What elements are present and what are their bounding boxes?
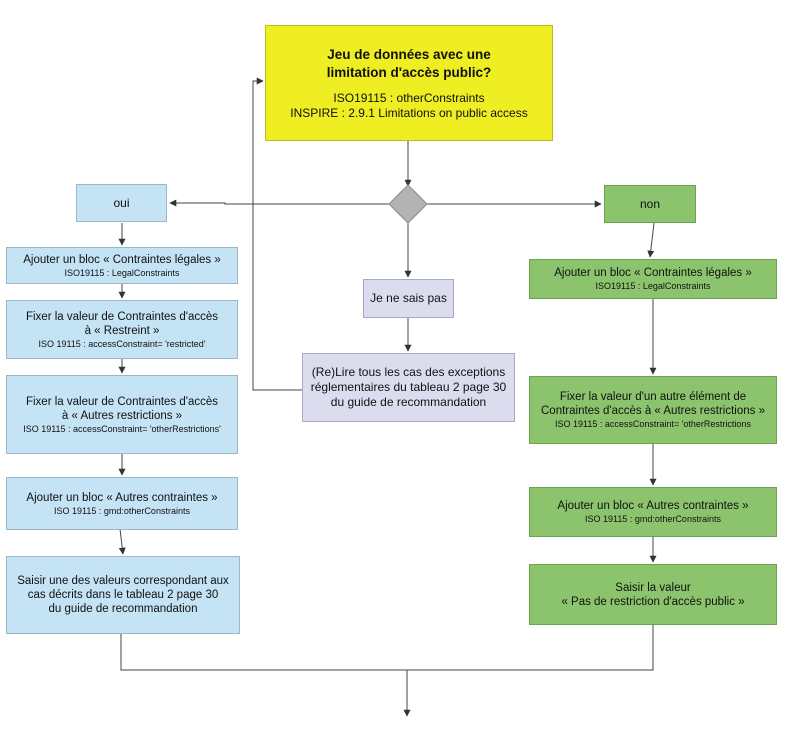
no-step-2-ref: ISO 19115 : accessConstraint= 'otherRest… — [555, 419, 751, 429]
no-step-2-text-1: Fixer la valeur d'un autre élément de — [559, 391, 747, 403]
start-title-line1: Jeu de données avec une — [327, 46, 491, 62]
no-step-1: Ajouter un bloc « Contraintes légales » … — [529, 259, 777, 299]
reread-line2: réglementaires du tableau 2 page 30 — [310, 380, 507, 394]
no-step-4-text-2: « Pas de restriction d'accès public » — [561, 595, 745, 608]
answer-unknown-box: Je ne sais pas — [363, 279, 454, 318]
answer-non-label: non — [639, 196, 661, 211]
yes-step-3-text-2: à « Autres restrictions » — [61, 409, 183, 422]
yes-step-3-ref: ISO 19115 : accessConstraint= 'otherRest… — [23, 423, 221, 434]
yes-step-5: Saisir une des valeurs correspondant aux… — [6, 556, 240, 634]
yes-step-2-ref: ISO 19115 : accessConstraint= 'restricte… — [38, 338, 206, 349]
yes-step-4: Ajouter un bloc « Autres contraintes » I… — [6, 477, 238, 530]
yes-step-2-text-1: Fixer la valeur de Contraintes d'accès — [25, 310, 219, 323]
reread-line1: (Re)Lire tous les cas des exceptions — [311, 365, 506, 379]
yes-step-1-ref: ISO19115 : LegalConstraints — [64, 267, 180, 278]
yes-step-4-ref: ISO 19115 : gmd:otherConstraints — [54, 505, 190, 516]
merge-line-left — [120, 634, 407, 671]
yes-step-1: Ajouter un bloc « Contraintes légales » … — [6, 247, 238, 284]
answer-oui-box: oui — [76, 184, 167, 222]
yes-step-3: Fixer la valeur de Contraintes d'accès à… — [6, 375, 238, 454]
arrow-yes-step4-to-step5 — [118, 528, 126, 555]
start-question-box: Jeu de données avec une limitation d'acc… — [265, 25, 553, 141]
no-step-3-ref: ISO 19115 : gmd:otherConstraints — [585, 514, 721, 524]
yes-step-5-text-1: Saisir une des valeurs correspondant aux — [17, 575, 229, 587]
no-step-3-text: Ajouter un bloc « Autres contraintes » — [557, 500, 749, 512]
no-step-4: Saisir la valeur « Pas de restriction d'… — [529, 564, 777, 625]
no-step-4-text-1: Saisir la valeur — [615, 581, 691, 594]
start-ref-line2: INSPIRE : 2.9.1 Limitations on public ac… — [290, 105, 528, 120]
no-step-1-ref: ISO19115 : LegalConstraints — [595, 281, 711, 291]
no-step-2-text-2: Contraintes d'accès à « Autres restricti… — [541, 405, 765, 417]
answer-unknown-label: Je ne sais pas — [370, 291, 447, 305]
yes-step-2-text-2: à « Restreint » — [84, 324, 160, 337]
yes-step-3-text-1: Fixer la valeur de Contraintes d'accès — [25, 395, 219, 408]
no-step-2: Fixer la valeur d'un autre élément de Co… — [529, 376, 777, 444]
no-step-1-text: Ajouter un bloc « Contraintes légales » — [554, 267, 752, 279]
decision-diamond — [388, 184, 428, 224]
answer-non-box: non — [604, 185, 696, 223]
arrow-reread-to-start — [252, 77, 302, 391]
yes-step-5-text-3: du guide de recommandation — [48, 603, 198, 615]
arrow-non-to-step1 — [647, 222, 655, 258]
yes-step-4-text: Ajouter un bloc « Autres contraintes » — [26, 491, 218, 504]
yes-step-2: Fixer la valeur de Contraintes d'accès à… — [6, 300, 238, 359]
no-step-3: Ajouter un bloc « Autres contraintes » I… — [529, 487, 777, 537]
arrow-decision-to-oui — [169, 199, 390, 207]
yes-step-1-text: Ajouter un bloc « Contraintes légales » — [23, 253, 221, 266]
merge-line-right — [407, 625, 654, 671]
start-ref-line1: ISO19115 : otherConstraints — [333, 90, 485, 105]
reread-box: (Re)Lire tous les cas des exceptions rég… — [302, 353, 515, 422]
start-title-line2: limitation d'accès public? — [326, 64, 492, 80]
yes-step-5-text-2: cas décrits dans le tableau 2 page 30 — [27, 589, 219, 601]
answer-oui-label: oui — [113, 195, 130, 210]
reread-line3: du guide de recommandation — [330, 395, 487, 409]
